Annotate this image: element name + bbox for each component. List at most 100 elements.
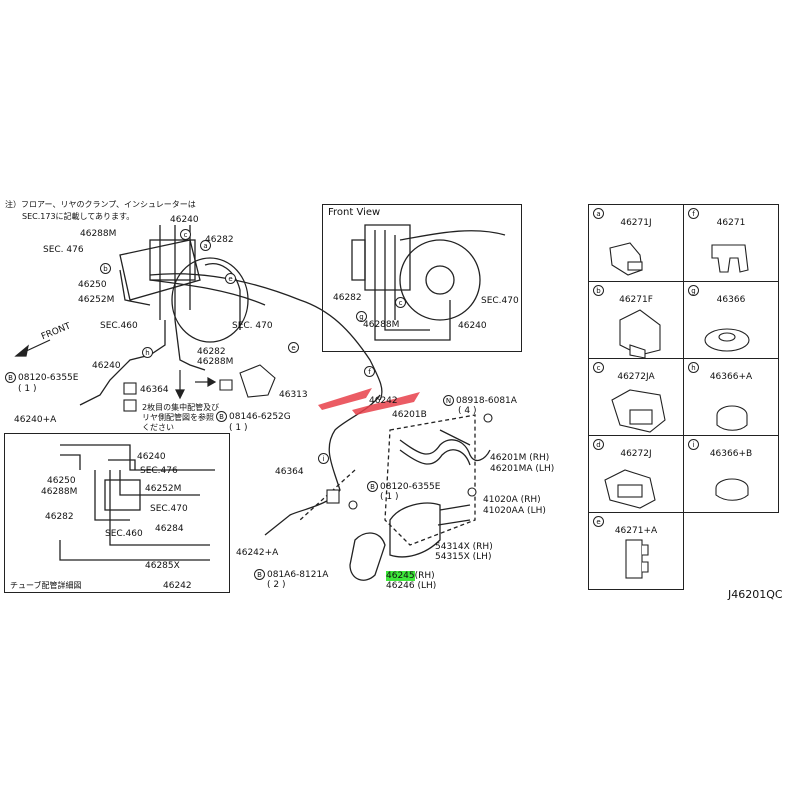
cell-key: a bbox=[593, 208, 604, 219]
label-46246-lh: 46246 (LH) bbox=[386, 581, 437, 591]
part-number: 46271 bbox=[716, 218, 746, 228]
part-number: 46366+B bbox=[709, 449, 753, 459]
label-bolt1-qty: ( 1 ) bbox=[18, 384, 37, 394]
part-cell-f: f 46271 bbox=[683, 204, 779, 282]
label-46282-mid: 46282 bbox=[197, 347, 226, 357]
label-46313: 46313 bbox=[279, 390, 308, 400]
detail-label-sec460: SEC.460 bbox=[105, 529, 143, 539]
callout-g: g bbox=[356, 311, 367, 322]
cell-key: b bbox=[593, 285, 604, 296]
label-41020aa-lh: 41020AA (LH) bbox=[483, 506, 546, 516]
label-54315x-lh: 54315X (LH) bbox=[435, 552, 492, 562]
callout-e: e bbox=[288, 342, 299, 353]
cell-key: f bbox=[688, 208, 699, 219]
label-bolt4-qty: ( 2 ) bbox=[267, 580, 286, 590]
detail-label-46252m: 46252M bbox=[145, 484, 182, 494]
label-nut-08918-6081a: 08918-6081A bbox=[456, 396, 517, 406]
detail-label-46288m: 46288M bbox=[41, 487, 78, 497]
label-46242-top: 46242 bbox=[369, 396, 398, 406]
label-sec460: SEC.460 bbox=[100, 321, 138, 331]
part-number: 46271F bbox=[619, 295, 653, 305]
callout-h: h bbox=[142, 347, 153, 358]
part-number: 46366 bbox=[716, 295, 746, 305]
label-46242a: 46242+A bbox=[236, 548, 279, 558]
part-cell-d: d 46272J bbox=[588, 435, 684, 513]
detail-label-46285x: 46285X bbox=[145, 561, 180, 571]
label-sec476: SEC. 476 bbox=[43, 245, 84, 255]
callout-c: c bbox=[180, 229, 191, 240]
cell-key: h bbox=[688, 362, 699, 373]
label-46288m: 46288M bbox=[80, 229, 117, 239]
part-number: 46272JA bbox=[617, 372, 655, 382]
part-number: 46366+A bbox=[709, 372, 753, 382]
tube-detail-inset: 46240 SEC.476 46250 46288M 46252M 46282 … bbox=[4, 433, 230, 593]
callout-i: i bbox=[318, 453, 329, 464]
label-46245-side: (RH) bbox=[414, 571, 435, 581]
cell-key: d bbox=[593, 439, 604, 450]
cell-key: c bbox=[593, 362, 604, 373]
callout-b: b bbox=[100, 263, 111, 274]
detail-label-sec470: SEC.470 bbox=[150, 504, 188, 514]
part-cell-h: h 46366+A bbox=[683, 358, 779, 436]
highlight-46245: 46245 bbox=[386, 571, 415, 581]
front-view-label-46282: 46282 bbox=[333, 293, 362, 303]
label-46240-mid: 46240 bbox=[92, 361, 121, 371]
note-line-2: SEC.173に記載してあります。 bbox=[22, 212, 135, 221]
front-view-label-46240: 46240 bbox=[458, 321, 487, 331]
note-line-1: 注）フロアー、リヤのクランプ、インシュレーターは bbox=[5, 200, 196, 209]
label-bolt-08120-6355e: 08120-6355E bbox=[18, 373, 79, 383]
callout-c: c bbox=[395, 297, 406, 308]
label-46201b: 46201B bbox=[392, 410, 427, 420]
label-46364-b: 46364 bbox=[275, 467, 304, 477]
detail-label-46242: 46242 bbox=[163, 581, 192, 591]
label-54314x-rh: 54314X (RH) bbox=[435, 542, 493, 552]
label-bolt2-qty: ( 1 ) bbox=[229, 423, 248, 433]
bolt-symbol: B bbox=[254, 569, 265, 580]
label-46201ma-lh: 46201MA (LH) bbox=[490, 464, 555, 474]
detail-label-46250: 46250 bbox=[47, 476, 76, 486]
cell-key: i bbox=[688, 439, 699, 450]
cell-key: g bbox=[688, 285, 699, 296]
front-view-label-sec470: SEC.470 bbox=[481, 296, 519, 306]
label-46282-top: 46282 bbox=[205, 235, 234, 245]
label-sec470: SEC. 470 bbox=[232, 321, 273, 331]
bolt-symbol: B bbox=[216, 411, 227, 422]
label-46201m-rh: 46201M (RH) bbox=[490, 453, 550, 463]
label-46240-top: 46240 bbox=[170, 215, 199, 225]
part-number: 46272J bbox=[620, 449, 652, 459]
detail-label-sec476: SEC.476 bbox=[140, 466, 178, 476]
front-view-inset: Front View 46282 46288M 46240 SEC.470 g … bbox=[322, 204, 522, 352]
callout-f: f bbox=[364, 366, 375, 377]
label-46364-a: 46364 bbox=[140, 385, 169, 395]
label-46245-rh: 46245(RH) bbox=[386, 571, 435, 581]
detail-label-46240: 46240 bbox=[137, 452, 166, 462]
part-cell-e: e 46271+A bbox=[588, 512, 684, 590]
callout-a: a bbox=[200, 240, 211, 251]
label-41020a-rh: 41020A (RH) bbox=[483, 495, 541, 505]
cell-key: e bbox=[593, 516, 604, 527]
label-46288m-mid: 46288M bbox=[197, 357, 234, 367]
label-bolt-08146-6252g: 08146-6252G bbox=[229, 412, 291, 422]
label-bolt3-qty: ( 1 ) bbox=[380, 492, 399, 502]
label-bolt-081a6-8121a: 081A6-8121A bbox=[267, 570, 329, 580]
label-46240a: 46240+A bbox=[14, 415, 57, 425]
jp-note-1: 2枚目の集中配管及び bbox=[142, 403, 220, 412]
diagram-code: J46201QC bbox=[728, 588, 783, 601]
part-number: 46271J bbox=[620, 218, 652, 228]
detail-label-46282: 46282 bbox=[45, 512, 74, 522]
part-cell-b: b 46271F bbox=[588, 281, 684, 359]
label-nut-qty: ( 4 ) bbox=[458, 406, 477, 416]
part-cell-c: c 46272JA bbox=[588, 358, 684, 436]
part-cell-g: g 46366 bbox=[683, 281, 779, 359]
part-cell-a: a 46271J bbox=[588, 204, 684, 282]
nut-symbol: N bbox=[443, 395, 454, 406]
bolt-symbol: B bbox=[367, 481, 378, 492]
callout-e: e bbox=[225, 273, 236, 284]
label-46252m: 46252M bbox=[78, 295, 115, 305]
label-46250: 46250 bbox=[78, 280, 107, 290]
jp-note-2: リヤ側配管図を参照 bbox=[142, 413, 214, 422]
jp-note-3: ください bbox=[142, 423, 174, 432]
detail-label-46284: 46284 bbox=[155, 524, 184, 534]
label-bolt-08120-6355e-b: 08120-6355E bbox=[380, 482, 441, 492]
